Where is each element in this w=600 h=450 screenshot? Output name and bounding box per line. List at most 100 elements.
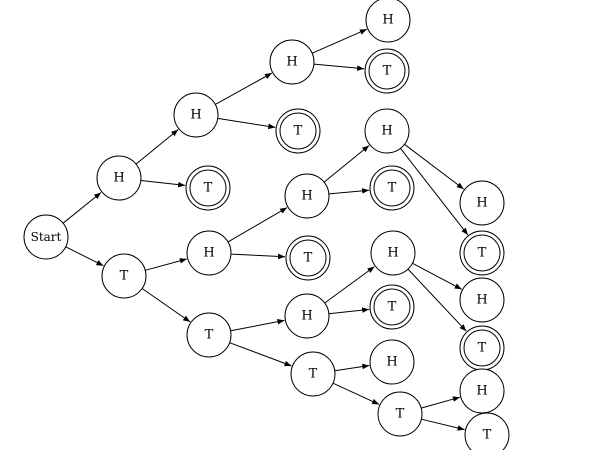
state-circle (377, 391, 423, 437)
transition-arrow (404, 143, 465, 190)
state-label: H (203, 246, 214, 261)
transition-arrow (145, 258, 187, 271)
transition-arrow (328, 188, 370, 195)
transition-arrow (400, 148, 469, 236)
state-label: T (478, 341, 487, 356)
state-node: T (290, 351, 336, 397)
transition-arrow (217, 117, 276, 130)
accepting-state-node: T (459, 325, 505, 371)
accepting-inner-circle (373, 288, 411, 326)
state-label: H (476, 293, 487, 308)
state-node: H (269, 39, 315, 85)
transition-arrow (421, 418, 465, 431)
transition-arrow (407, 268, 467, 332)
state-circle (459, 180, 505, 226)
state-circle (173, 92, 219, 138)
state-label: H (386, 355, 397, 370)
state-node: H (369, 339, 415, 385)
state-label: H (382, 13, 393, 28)
state-circle (186, 312, 232, 358)
state-node: H (173, 92, 219, 138)
state-node: H (284, 173, 330, 219)
transition-arrow (412, 262, 462, 290)
state-label: T (309, 367, 318, 382)
state-label: T (383, 64, 392, 79)
state-label: H (301, 189, 312, 204)
state-circle (370, 230, 416, 276)
state-label: H (286, 55, 297, 70)
state-node: H (459, 180, 505, 226)
state-circle (284, 173, 330, 219)
accepting-state-node: T (369, 165, 415, 211)
state-node: H (370, 230, 416, 276)
transition-arrow (313, 63, 365, 71)
edges (62, 28, 469, 431)
transition-arrow (421, 396, 461, 409)
state-circle (101, 253, 147, 299)
state-label: H (113, 171, 124, 186)
state-circle (284, 293, 330, 339)
accepting-state-node: T (185, 165, 231, 211)
state-label: T (120, 269, 129, 284)
transition-arrow (323, 145, 370, 183)
transition-arrow (141, 288, 191, 323)
transition-arrow (328, 307, 370, 315)
accepting-inner-circle (189, 169, 227, 207)
state-label: H (476, 384, 487, 399)
accepting-inner-circle (289, 239, 327, 277)
state-node: H (459, 368, 505, 414)
accepting-inner-circle (279, 112, 317, 150)
state-circle (369, 339, 415, 385)
transition-arrow (140, 180, 186, 188)
state-label: T (478, 246, 487, 261)
state-circle (290, 351, 336, 397)
accepting-inner-circle (368, 52, 406, 90)
accepting-inner-circle (373, 169, 411, 207)
transition-arrow (135, 129, 179, 165)
state-circle (464, 412, 510, 450)
state-label: T (483, 428, 492, 443)
transition-arrow (230, 318, 285, 332)
accepting-inner-circle (463, 329, 501, 367)
state-label: Start (31, 230, 62, 244)
state-label: H (476, 196, 487, 211)
transition-arrow (324, 266, 375, 304)
state-circle (459, 368, 505, 414)
state-node: H (284, 293, 330, 339)
transition-arrow (229, 342, 292, 367)
state-circle (96, 155, 142, 201)
state-node: H (365, 0, 411, 43)
state-label: H (190, 108, 201, 123)
state-node: T (186, 312, 232, 358)
state-label: T (204, 181, 213, 196)
state-label: T (388, 181, 397, 196)
state-label: T (294, 124, 303, 139)
accepting-state-node: T (275, 108, 321, 154)
accepting-state-node: T (369, 284, 415, 330)
transition-arrow (311, 28, 368, 54)
transition-arrow (332, 382, 380, 405)
state-circle (459, 277, 505, 323)
state-circle (365, 0, 411, 43)
transition-arrow (334, 363, 370, 372)
state-label: T (205, 328, 214, 343)
state-label: H (381, 124, 392, 139)
state-label: T (396, 407, 405, 422)
state-circle (364, 108, 410, 154)
state-node: H (459, 277, 505, 323)
state-label: H (301, 309, 312, 324)
state-label: H (387, 246, 398, 261)
state-label: T (304, 251, 313, 266)
transition-arrow (215, 72, 273, 105)
state-circle (186, 230, 232, 276)
state-circle (23, 214, 69, 260)
accepting-state-node: T (364, 48, 410, 94)
state-node: T (377, 391, 423, 437)
state-node: T (464, 412, 510, 450)
transition-arrow (227, 207, 288, 243)
accepting-inner-circle (463, 234, 501, 272)
state-circle (269, 39, 315, 85)
state-label: T (388, 300, 397, 315)
